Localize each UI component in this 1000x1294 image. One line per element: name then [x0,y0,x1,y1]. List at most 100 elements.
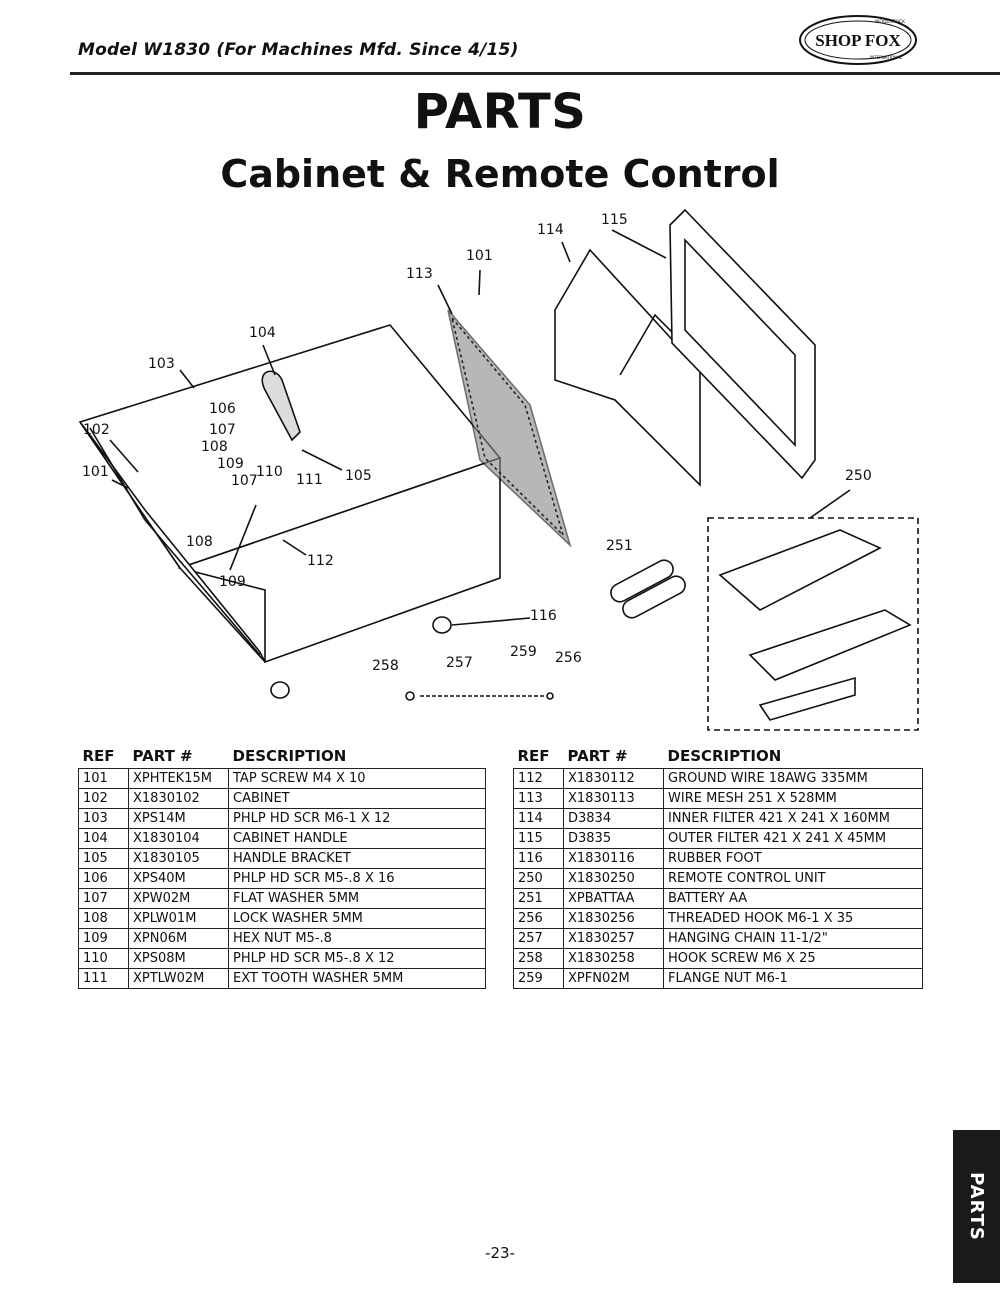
section-tab [953,1130,1000,1283]
ref-cell: 106 [78,868,129,889]
part-cell: XPLW01M [128,908,229,929]
ref-cell: 113 [513,788,564,809]
part-cell: XPBATTAA [563,888,664,909]
callout-112: 112 [307,553,334,569]
callout-108b: 108 [186,534,213,550]
battery [610,559,674,603]
desc-cell: FLAT WASHER 5MM [228,888,486,909]
desc-cell: EXT TOOTH WASHER 5MM [228,968,486,989]
desc-cell: WIRE MESH 251 X 528MM [663,788,923,809]
part-cell: X1830112 [563,768,664,789]
ref-cell: 116 [513,848,564,869]
callout-102: 102 [83,422,110,438]
callout-111: 111 [296,472,323,488]
part-cell: X1830113 [563,788,664,809]
ref-cell: 115 [513,828,564,849]
ref-cell: 259 [513,968,564,989]
desc-cell: LOCK WASHER 5MM [228,908,486,929]
callout-257: 257 [446,655,473,671]
parts-diagram: 115 114 101 113 104 103 106 107 108 109 … [78,208,919,731]
callout-116: 116 [530,608,557,624]
header-part: PART # [567,747,628,765]
part-cell: XPN06M [128,928,229,949]
model-header: Model W1830 (For Machines Mfd. Since 4/1… [78,40,519,60]
remote-box [707,517,919,731]
part-cell: X1830257 [563,928,664,949]
callout-101: 101 [466,248,493,264]
desc-cell: HEX NUT M5-.8 [228,928,486,949]
header-part: PART # [132,747,193,765]
part-cell: X1830258 [563,948,664,969]
ref-cell: 256 [513,908,564,929]
callout-250: 250 [845,468,872,484]
part-cell: XPS08M [128,948,229,969]
desc-cell: THREADED HOOK M6-1 X 35 [663,908,923,929]
ref-cell: 103 [78,808,129,829]
logo-text: SHOP FOX [815,31,901,50]
cabinet-side [79,421,266,663]
desc-cell: TAP SCREW M4 X 10 [228,768,486,789]
part-cell: XPS40M [128,868,229,889]
part-cell: XPW02M [128,888,229,909]
callout-103: 103 [148,356,175,372]
desc-cell: HANDLE BRACKET [228,848,486,869]
ref-cell: 104 [78,828,129,849]
ref-cell: 102 [78,788,129,809]
callout-109b: 109 [219,574,246,590]
ref-cell: 251 [513,888,564,909]
desc-cell: FLANGE NUT M6-1 [663,968,923,989]
part-cell: D3834 [563,808,664,829]
ref-cell: 108 [78,908,129,929]
part-cell: X1830250 [563,868,664,889]
ref-cell: 258 [513,948,564,969]
rubber-foot [432,616,452,634]
ref-cell: 250 [513,868,564,889]
desc-cell: HANGING CHAIN 11-1/2" [663,928,923,949]
wire-mesh [447,309,572,548]
desc-cell: PHLP HD SCR M5-.8 X 16 [228,868,486,889]
desc-cell: HOOK SCREW M6 X 25 [663,948,923,969]
callout-108: 108 [201,439,228,455]
part-cell: X1830105 [128,848,229,869]
part-cell: XPTLW02M [128,968,229,989]
callout-107b: 107 [231,473,258,489]
callout-115: 115 [601,212,628,228]
page-subtitle: Cabinet & Remote Control [220,152,780,196]
page-title: PARTS [413,84,587,140]
ref-cell: 114 [513,808,564,829]
callout-256: 256 [555,650,582,666]
callout-104: 104 [249,325,276,341]
desc-cell: GROUND WIRE 18AWG 335MM [663,768,923,789]
ref-cell: 111 [78,968,129,989]
ref-cell: 107 [78,888,129,909]
ref-cell: 257 [513,928,564,949]
header-rule [70,72,1000,75]
ref-cell: 105 [78,848,129,869]
inner-filter [554,248,701,487]
part-cell: X1830256 [563,908,664,929]
header-description: DESCRIPTION [232,747,347,765]
ref-cell: 109 [78,928,129,949]
remote-control [718,529,882,611]
desc-cell: PHLP HD SCR M5-.8 X 12 [228,948,486,969]
callout-113: 113 [406,266,433,282]
part-cell: XPFN02M [563,968,664,989]
